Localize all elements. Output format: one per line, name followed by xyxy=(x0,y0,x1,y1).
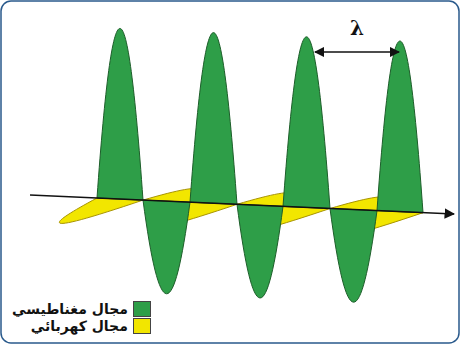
legend-text: مجال مغناطيسي xyxy=(12,301,128,317)
legend-row: مجال كهربائي xyxy=(12,318,151,334)
legend: مجال مغناطيسيمجال كهربائي xyxy=(8,298,155,337)
wavelength-label: λ xyxy=(350,18,364,38)
legend-swatch xyxy=(133,318,151,334)
magnetic-field xyxy=(97,28,423,302)
propagation-axis xyxy=(30,195,454,214)
legend-swatch xyxy=(133,301,151,317)
legend-row: مجال مغناطيسي xyxy=(12,301,151,317)
wavelength-arrow xyxy=(315,51,399,53)
legend-text: مجال كهربائي xyxy=(31,318,128,334)
